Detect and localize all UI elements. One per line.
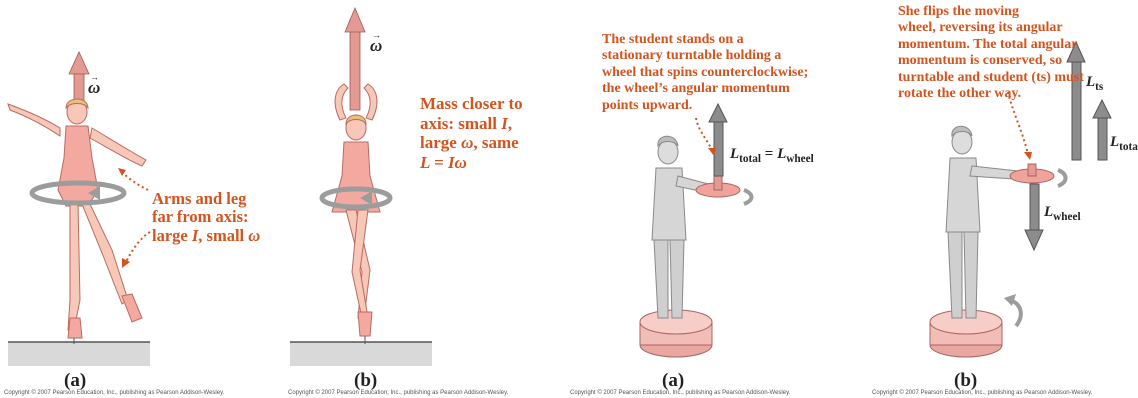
- ice-floor: [8, 342, 150, 366]
- l-ts-label: Lts: [1086, 74, 1103, 93]
- omega-label: →ω: [370, 36, 382, 56]
- annotation-extended: Arms and leg far from axis: large I, sma…: [152, 190, 260, 245]
- l-total-vector: [709, 104, 727, 176]
- spinning-wheel: [696, 176, 740, 197]
- l-wheel-label: Lwheel: [1044, 204, 1081, 223]
- panel-label-b: (b): [354, 370, 377, 392]
- panel-skater-b: →ω Mass closer to axis: small I, large ω…: [286, 0, 570, 398]
- annotation-student-a: The student stands on a stationary turnt…: [602, 32, 808, 114]
- copyright: Copyright © 2007 Pearson Education, Inc.…: [570, 390, 790, 396]
- flipped-wheel: [1010, 164, 1054, 183]
- wheel-rotation-arrow: [1058, 170, 1066, 186]
- skater-figure-extended: [8, 99, 146, 344]
- omega-label: →ω: [88, 78, 100, 98]
- annotation-student-b: She flips the moving wheel, reversing it…: [898, 4, 1084, 102]
- pointer-wheel: [696, 118, 712, 150]
- annotation-tucked: Mass closer to axis: small I, large ω, s…: [420, 94, 523, 172]
- copyright: Copyright © 2007 Pearson Education, Inc.…: [872, 390, 1092, 396]
- panel-student-b: She flips the moving wheel, reversing it…: [858, 0, 1138, 398]
- panel-label-a: (a): [64, 370, 86, 392]
- panel-label-b: (b): [954, 370, 977, 392]
- l-total-label: Ltotal: [1110, 134, 1138, 153]
- wheel-rotation-arrow: [744, 190, 752, 204]
- ice-floor: [290, 342, 432, 366]
- l-total-vector: [1093, 100, 1111, 160]
- student-figure: [652, 136, 716, 318]
- copyright: Copyright © 2007 Pearson Education, Inc.…: [288, 390, 508, 396]
- l-total-equals-l-wheel-label: Ltotal = Lwheel: [730, 146, 814, 165]
- l-wheel-vector: [1025, 184, 1043, 250]
- pointer-arms: [122, 172, 148, 190]
- panel-student-a: The student stands on a stationary turnt…: [568, 0, 858, 398]
- copyright: Copyright © 2007 Pearson Education, Inc.…: [4, 390, 224, 396]
- panel-skater-a: →ω Arms and leg far from axis: large I, …: [0, 0, 290, 398]
- omega-vector: [345, 8, 365, 110]
- student-figure: [946, 126, 1028, 318]
- skater-b-illustration: [286, 0, 570, 398]
- pointer-leg: [126, 232, 150, 262]
- panel-label-a: (a): [662, 370, 684, 392]
- skater-figure-tucked: [332, 84, 380, 344]
